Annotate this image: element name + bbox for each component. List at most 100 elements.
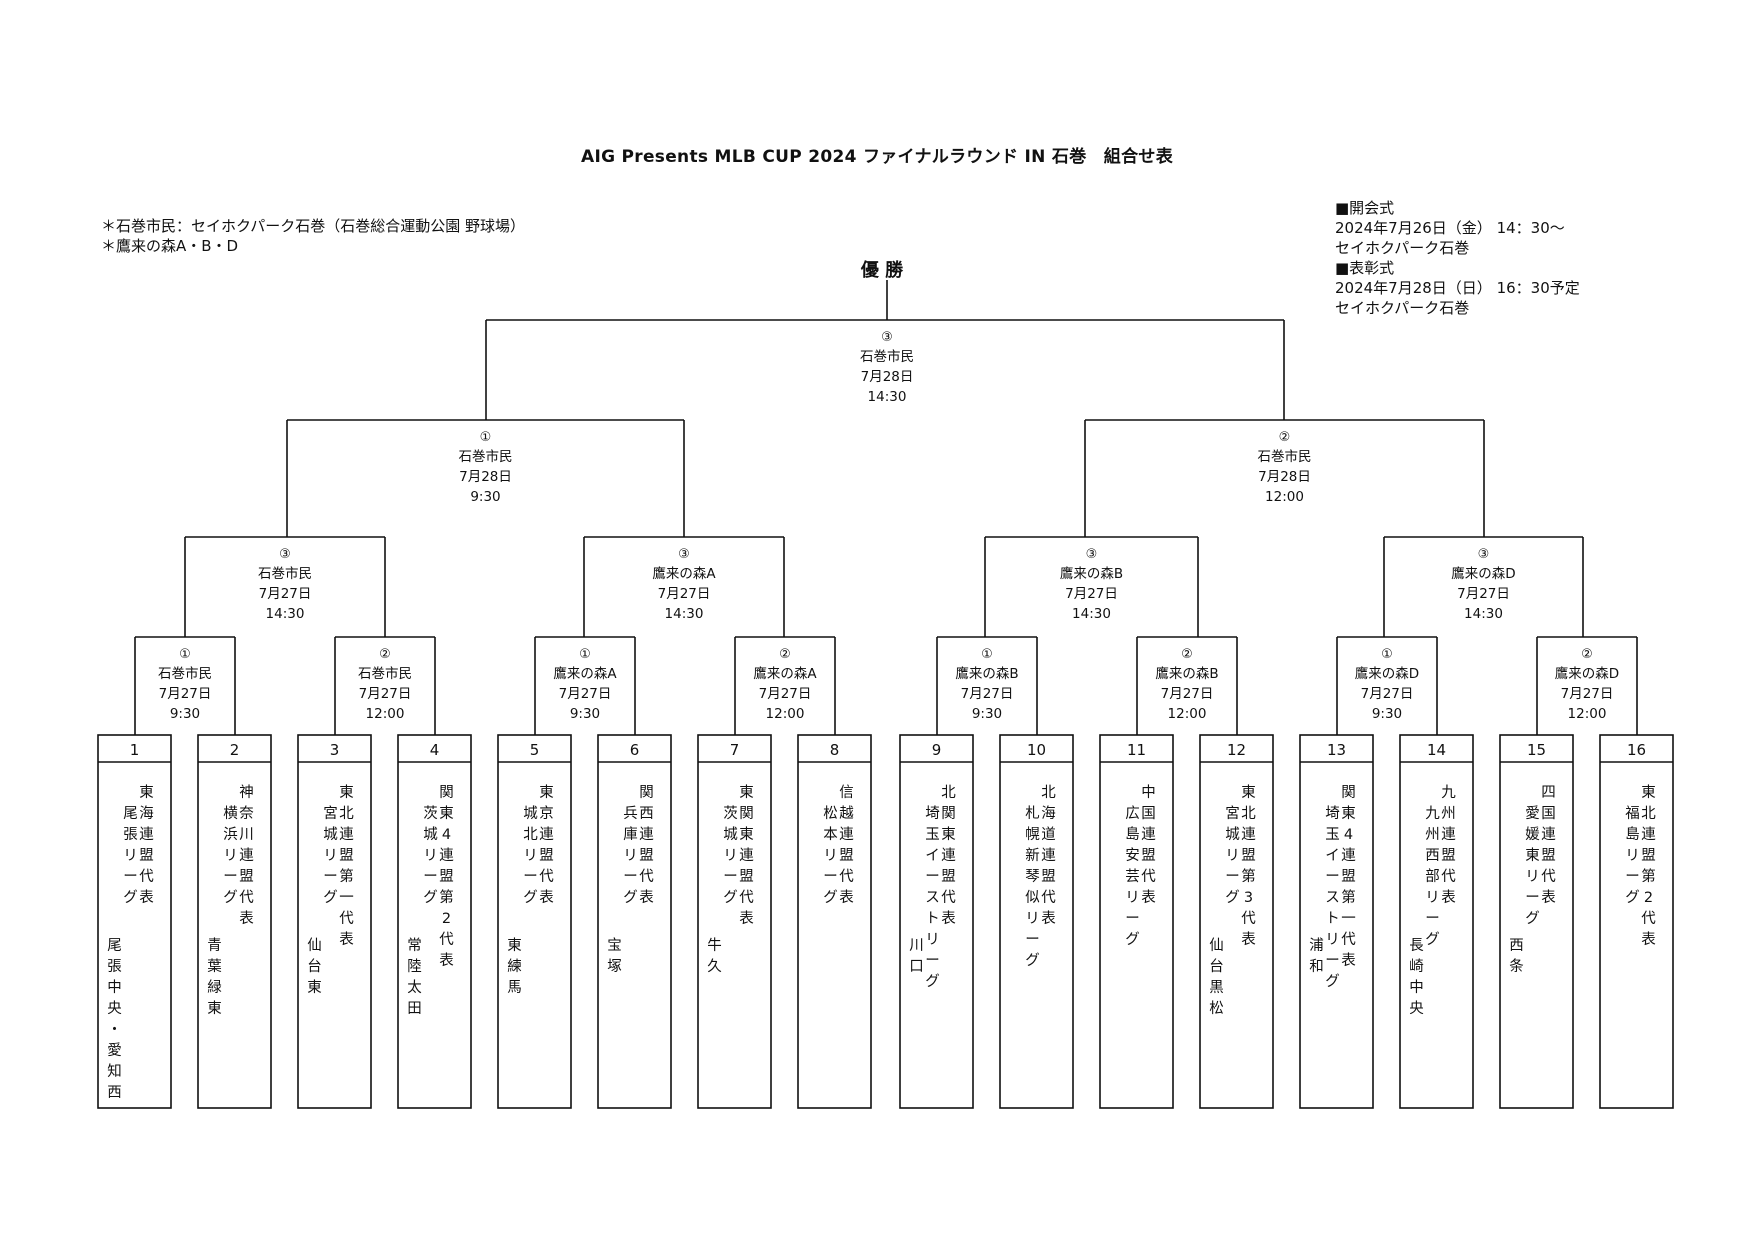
first-round-match-venue: 石巻市民	[158, 665, 212, 682]
team-box	[697, 734, 772, 1109]
quarterfinal-match-date: 7月27日	[259, 586, 312, 602]
quarterfinal-match-number: ③	[279, 547, 291, 562]
first-round-match-venue: 鷹来の森A	[753, 666, 817, 682]
team-number: 10	[1027, 741, 1046, 759]
first-round-match-number: ②	[379, 647, 391, 662]
champion-label: 優 勝	[860, 260, 904, 281]
first-round-match-date: 7月27日	[559, 686, 612, 702]
team-league: 九州西部リーグ	[1425, 805, 1440, 948]
team-number: 4	[430, 741, 440, 759]
team-region: 九州連盟代表	[1441, 784, 1456, 906]
first-round-match-date: 7月27日	[759, 686, 812, 702]
team-name: 川口	[909, 938, 924, 975]
team-league: 茨城リーグ	[423, 805, 438, 906]
team-box	[397, 734, 472, 1109]
award-ceremony-date: 2024年7月28日（日） 16：30予定	[1335, 279, 1580, 297]
team-number: 5	[530, 741, 540, 759]
team-region: 四国連盟代表	[1541, 785, 1556, 906]
team-league: 城北リーグ	[523, 805, 538, 906]
final-match-time: 14:30	[868, 389, 907, 405]
team-box	[999, 734, 1074, 1109]
first-round-match-number: ①	[179, 647, 191, 662]
first-round-match-number: ①	[981, 647, 993, 662]
team-number: 11	[1127, 741, 1146, 759]
team-league: 埼玉イーストリーグ	[925, 805, 940, 990]
team-number: 1	[130, 741, 140, 759]
team-number: 9	[932, 741, 942, 759]
team-box	[1099, 734, 1174, 1109]
team-league: 札幌新琴似リーグ	[1025, 805, 1040, 969]
first-round-match-number: ①	[1381, 647, 1393, 662]
award-ceremony-label: ■表彰式	[1335, 259, 1395, 277]
first-round-match-date: 7月27日	[1361, 686, 1414, 702]
quarterfinal-match-time: 14:30	[266, 606, 305, 622]
team-box	[797, 734, 872, 1109]
first-round-match-time: 9:30	[570, 706, 600, 722]
team-name: 仙台東	[307, 937, 322, 996]
first-round-match-date: 7月27日	[1561, 686, 1614, 702]
quarterfinal-match-time: 14:30	[1072, 606, 1111, 622]
quarterfinal-match-date: 7月27日	[1065, 586, 1118, 602]
semifinal-match-venue: 石巻市民	[459, 448, 513, 465]
team-league: 宮城リーグ	[323, 805, 338, 906]
team-region: 信越連盟代表	[839, 784, 854, 906]
team-box	[1299, 734, 1374, 1109]
semifinal-match-number: ②	[1279, 430, 1291, 445]
team-box	[297, 734, 372, 1109]
team-region: 北関東連盟代表	[941, 784, 956, 927]
first-round-match-date: 7月27日	[1161, 686, 1214, 702]
team-league: 松本リーグ	[823, 805, 838, 906]
quarterfinal-match-number: ③	[678, 547, 690, 562]
team-box	[97, 734, 172, 1109]
first-round-match-time: 12:00	[366, 706, 405, 722]
first-round-match-number: ②	[779, 647, 791, 662]
team-number: 12	[1227, 741, 1246, 759]
team-number: 7	[730, 741, 740, 759]
team-region: 関西連盟代表	[639, 785, 654, 906]
first-round-match-time: 12:00	[766, 706, 805, 722]
team-number: 8	[830, 741, 840, 759]
venue-notes: ＊石巻市民：セイホクパーク石巻（石巻総合運動公園 野球場） ＊鷹来の森A・B・D	[101, 216, 525, 256]
team-league: 横浜リーグ	[223, 805, 238, 906]
team-name: 西条	[1509, 938, 1524, 975]
semifinal-match-date: 7月28日	[459, 469, 512, 485]
team-name: 常陸太田	[407, 937, 422, 1017]
first-round-match-venue: 鷹来の森A	[553, 666, 617, 682]
quarterfinal-match-venue: 鷹来の森B	[1060, 566, 1123, 582]
team-region: 東京連盟代表	[539, 784, 554, 906]
opening-ceremony-date: 2024年7月26日（金） 14：30～	[1335, 219, 1565, 237]
award-ceremony-venue: セイホクパーク石巻	[1335, 299, 1470, 317]
opening-ceremony-venue: セイホクパーク石巻	[1335, 239, 1470, 257]
quarterfinal-match-date: 7月27日	[658, 586, 711, 602]
first-round-match-time: 12:00	[1568, 706, 1607, 722]
first-round-match-venue: 鷹来の森B	[955, 666, 1018, 682]
final-match-venue: 石巻市民	[860, 348, 914, 365]
semifinal-match-number: ①	[480, 430, 492, 445]
final-match-number: ③	[881, 330, 893, 345]
final-match-date: 7月28日	[861, 369, 914, 385]
semifinal-match-time: 12:00	[1265, 489, 1304, 505]
quarterfinal-match-number: ③	[1478, 547, 1490, 562]
team-name: 牛久	[707, 937, 722, 975]
team-number: 13	[1327, 741, 1346, 759]
team-region: 神奈川連盟代表	[239, 784, 254, 927]
first-round-match-time: 9:30	[170, 706, 200, 722]
team-league: 愛媛東リーグ	[1525, 805, 1540, 927]
first-round-match-date: 7月27日	[359, 686, 412, 702]
page-title: AIG Presents MLB CUP 2024 ファイナルラウンド IN 石…	[580, 147, 1173, 167]
team-number: 3	[330, 741, 340, 759]
team-league: 埼玉イーストリーグ	[1325, 805, 1340, 990]
team-box	[497, 734, 572, 1109]
first-round-match-time: 12:00	[1168, 706, 1207, 722]
first-round-match-time: 9:30	[972, 706, 1002, 722]
first-round-match-venue: 鷹来の森D	[1355, 666, 1419, 682]
venue-note: ＊鷹来の森A・B・D	[101, 237, 239, 255]
team-league: 茨城リーグ	[723, 805, 738, 906]
team-number: 14	[1427, 741, 1446, 759]
quarterfinal-match-venue: 石巻市民	[258, 565, 312, 582]
semifinal-match-date: 7月28日	[1258, 469, 1311, 485]
